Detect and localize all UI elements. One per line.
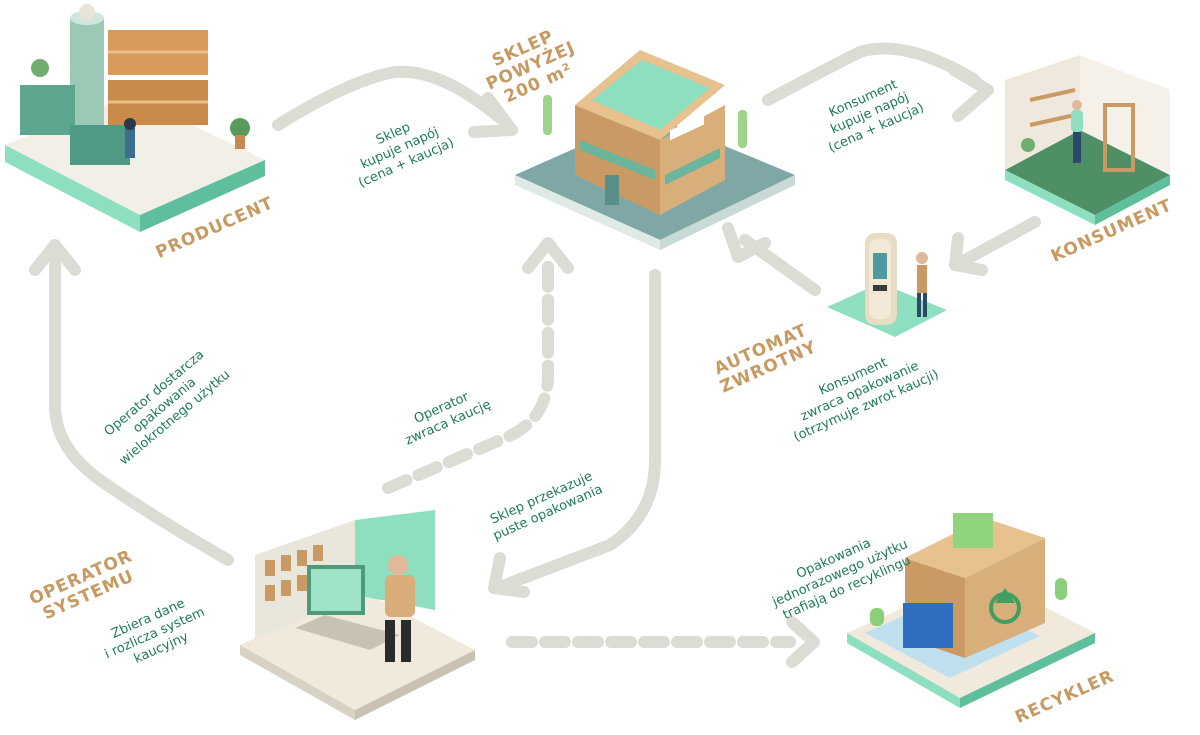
arrow-producer-to-store xyxy=(272,65,506,131)
arrowhead-store-from-machine xyxy=(722,222,771,263)
arrow-store-to-operator xyxy=(499,269,661,591)
operator-desk-illustration-icon xyxy=(240,510,475,720)
arrow-operator-to-store-dashed xyxy=(382,249,554,494)
recycling-plant-illustration-icon xyxy=(847,513,1095,708)
factory-illustration-icon xyxy=(5,4,265,232)
arrowhead-recycler xyxy=(786,616,820,668)
store-illustration-icon xyxy=(515,50,795,250)
arrow-operator-to-producer xyxy=(49,249,234,566)
arrowhead-machine xyxy=(949,232,988,276)
arrowhead-producer xyxy=(29,239,81,276)
arrowhead-store xyxy=(468,92,518,138)
arrowhead-store-dashed xyxy=(522,237,574,274)
arrowhead-operator xyxy=(488,552,530,598)
reverse-vending-machine-illustration-icon xyxy=(827,233,947,337)
arrow-consumer-to-machine xyxy=(959,216,1041,266)
living-room-illustration-icon xyxy=(1005,55,1170,225)
arrow-store-to-consumer xyxy=(762,42,981,106)
arrowhead-consumer xyxy=(948,64,994,122)
